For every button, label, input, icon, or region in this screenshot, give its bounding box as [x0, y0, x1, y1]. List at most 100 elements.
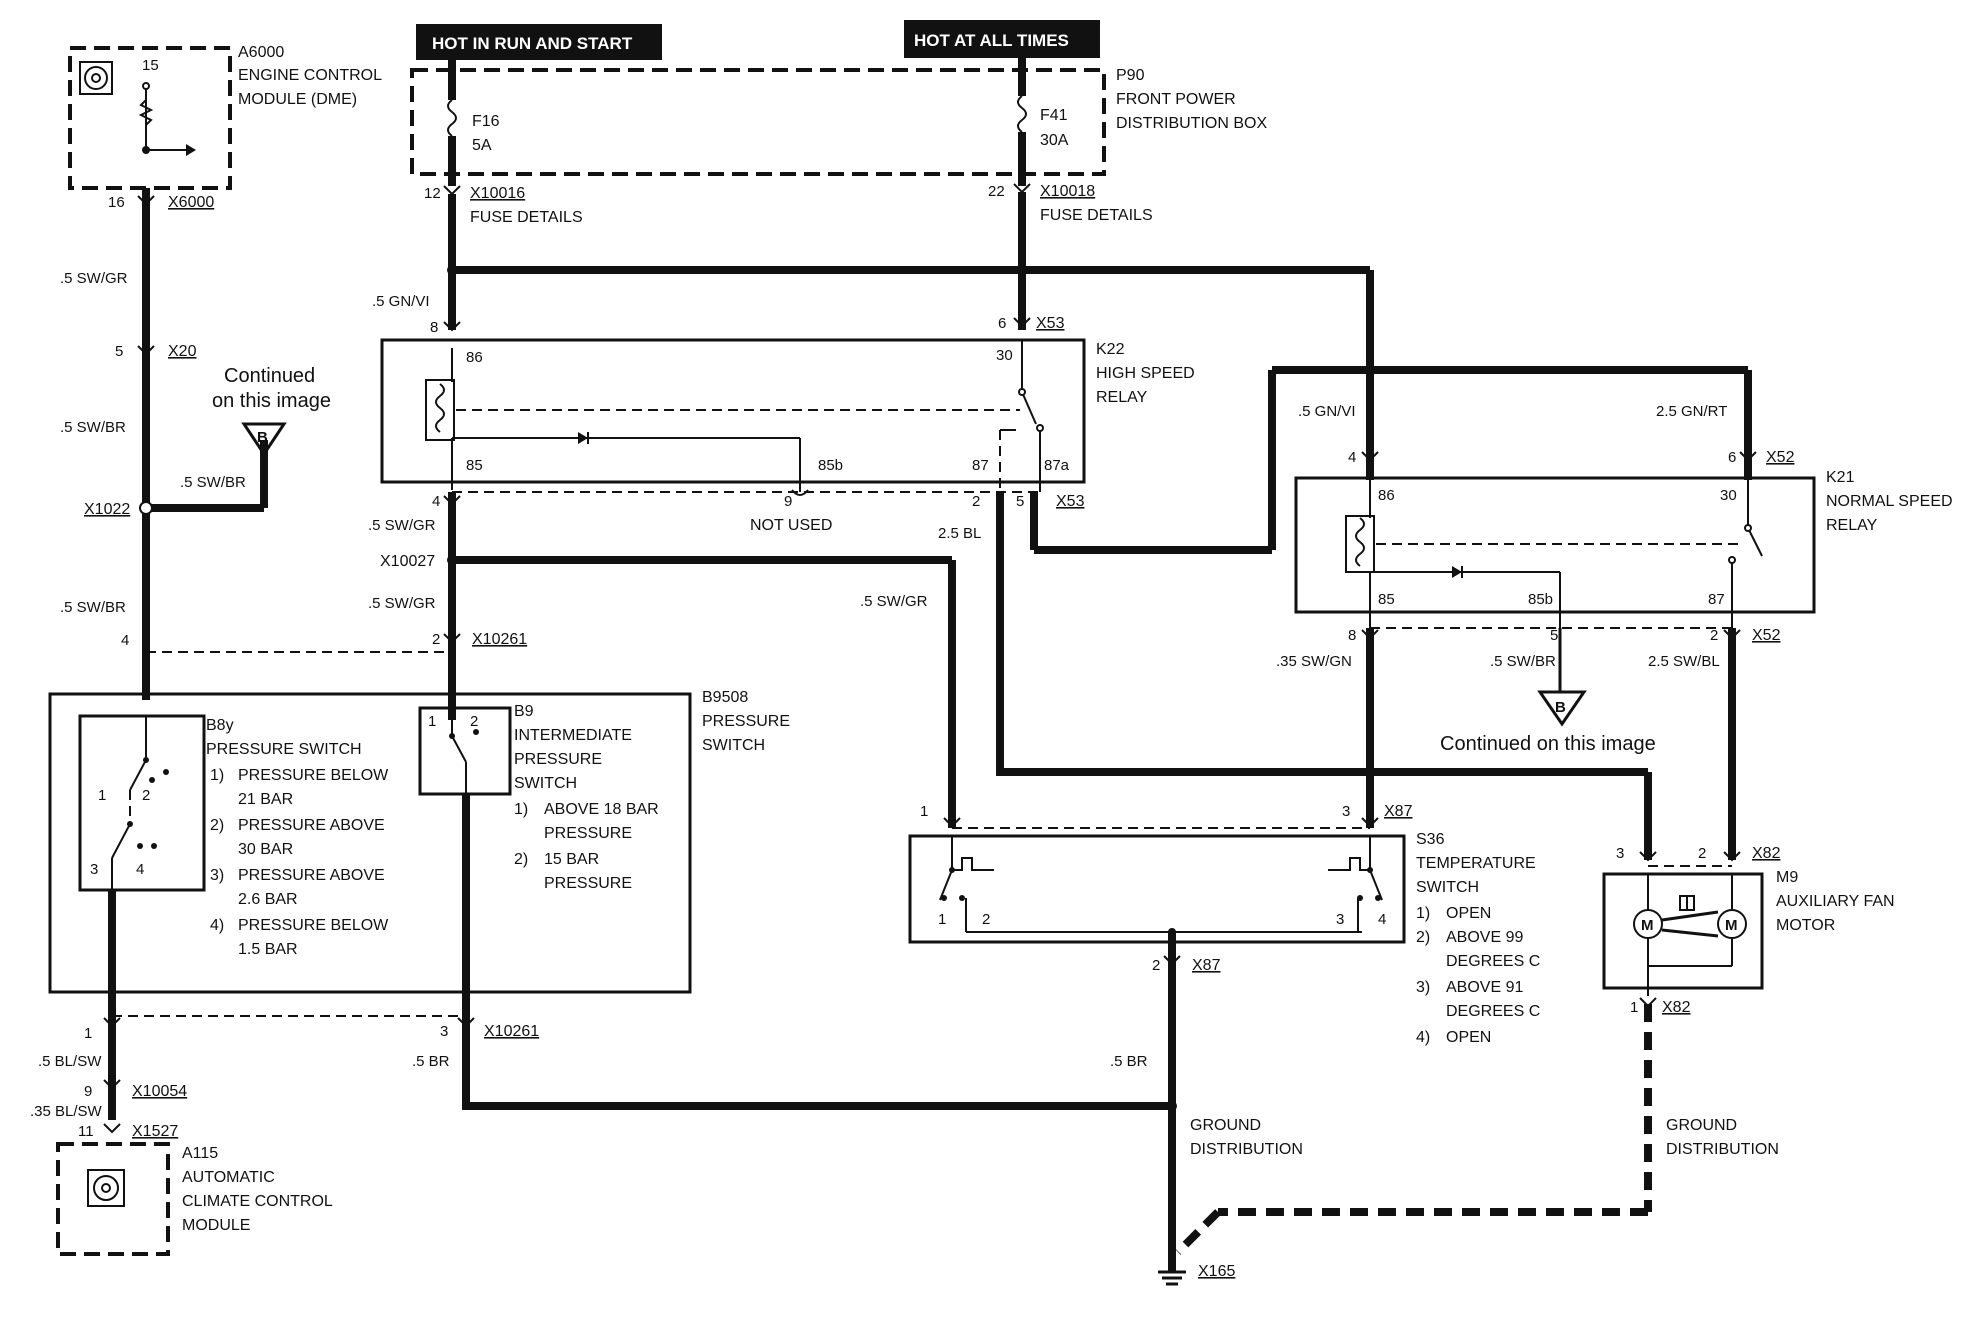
svg-text:2: 2	[1710, 627, 1718, 644]
m9-id: M9	[1776, 869, 1798, 886]
k22-switch-contact	[1021, 391, 1037, 425]
k22-id: K22	[1096, 341, 1125, 358]
svg-text:85b: 85b	[1528, 591, 1553, 608]
svg-text:21 BAR: 21 BAR	[238, 791, 293, 808]
svg-text:4: 4	[121, 632, 129, 649]
s36-id: S36	[1416, 831, 1445, 848]
svg-text:3): 3)	[210, 867, 224, 884]
s36-thermal-right-icon	[1328, 857, 1370, 871]
b9-contact	[451, 735, 467, 763]
svg-text:.5 GN/VI: .5 GN/VI	[1298, 403, 1356, 420]
x20-label: X20	[168, 343, 197, 360]
svg-text:1.5 BAR: 1.5 BAR	[238, 941, 298, 958]
x87-label-bottom: X87	[1192, 957, 1221, 974]
svg-text:87a: 87a	[1044, 457, 1070, 474]
svg-text:PRESSURE: PRESSURE	[514, 751, 602, 768]
x10016-label: X10016	[470, 185, 525, 202]
svg-text:AUXILIARY FAN: AUXILIARY FAN	[1776, 893, 1895, 910]
m9-motor-box	[1602, 872, 1764, 990]
svg-text:8: 8	[430, 319, 438, 336]
svg-text:2: 2	[432, 631, 440, 648]
svg-text:30: 30	[996, 347, 1013, 364]
k22-coil-icon	[425, 379, 455, 441]
k21-diode-icon	[1452, 566, 1462, 578]
svg-text:1): 1)	[514, 801, 528, 818]
x52-label-bottom: X52	[1752, 627, 1781, 644]
svg-text:87: 87	[1708, 591, 1725, 608]
k21-relay-box	[1294, 476, 1816, 614]
x10261-label-top: X10261	[472, 631, 527, 648]
ecm-line2: MODULE (DME)	[238, 91, 357, 108]
svg-text:85b: 85b	[818, 457, 843, 474]
a115-module	[56, 1142, 170, 1256]
svg-text:5: 5	[1016, 493, 1024, 510]
svg-text:PRESSURE BELOW: PRESSURE BELOW	[238, 917, 389, 934]
x53-label-top: X53	[1036, 315, 1065, 332]
x87-label-top: X87	[1384, 803, 1413, 820]
svg-text:.5 SW/GR: .5 SW/GR	[860, 593, 928, 610]
ground-x165-icon	[1158, 1270, 1186, 1286]
svg-text:2.5 GN/RT: 2.5 GN/RT	[1656, 403, 1727, 420]
svg-text:1: 1	[920, 803, 928, 820]
svg-text:1: 1	[84, 1025, 92, 1042]
x82-label-bottom: X82	[1662, 999, 1691, 1016]
svg-text:2: 2	[982, 911, 990, 928]
svg-text:6: 6	[1728, 449, 1736, 466]
svg-text:3): 3)	[1416, 979, 1430, 996]
svg-text:4): 4)	[1416, 1029, 1430, 1046]
svg-text:.5 GN/VI: .5 GN/VI	[372, 293, 430, 310]
svg-text:2.6 BAR: 2.6 BAR	[238, 891, 298, 908]
b9508-id: B9508	[702, 689, 748, 706]
s36-thermal-left-icon	[952, 857, 994, 871]
ground-label-right-1: GROUND	[1666, 1117, 1737, 1134]
svg-text:SWITCH: SWITCH	[702, 737, 765, 754]
svg-text:2): 2)	[1416, 929, 1430, 946]
x82-label-top: X82	[1752, 845, 1781, 862]
svg-text:22: 22	[988, 183, 1005, 200]
svg-text:.5 SW/BR: .5 SW/BR	[1490, 653, 1556, 670]
ground-label-left-2: DISTRIBUTION	[1190, 1141, 1303, 1158]
svg-text:.35 BL/SW: .35 BL/SW	[30, 1103, 103, 1120]
svg-text:1): 1)	[1416, 905, 1430, 922]
svg-text:2: 2	[1152, 957, 1160, 974]
ecm-icon	[79, 61, 113, 95]
svg-text:9: 9	[84, 1083, 92, 1100]
k21-coil-icon	[1345, 515, 1375, 573]
continued-label-right: Continued on this image	[1440, 733, 1656, 755]
svg-text:2: 2	[470, 713, 478, 730]
svg-text:11: 11	[78, 1123, 94, 1140]
svg-text:HOT IN RUN AND START: HOT IN RUN AND START	[432, 34, 633, 53]
svg-text:F41: F41	[1040, 107, 1068, 124]
not-used-label: NOT USED	[750, 517, 832, 534]
svg-text:.5 SW/GR: .5 SW/GR	[60, 270, 128, 287]
a115-id: A115	[182, 1145, 218, 1162]
svg-text:9: 9	[784, 493, 792, 510]
svg-text:86: 86	[466, 349, 483, 366]
svg-text:3: 3	[1336, 911, 1344, 928]
x1022-label: X1022	[84, 501, 130, 518]
svg-text:RELAY: RELAY	[1096, 389, 1148, 406]
b8y-switch-box	[78, 714, 206, 892]
svg-text:PRESSURE ABOVE: PRESSURE ABOVE	[238, 817, 385, 834]
x1527-label: X1527	[132, 1123, 178, 1140]
offpage-b-marker-right: B	[1537, 690, 1587, 727]
svg-text:15: 15	[142, 57, 159, 74]
svg-text:B: B	[257, 429, 268, 446]
svg-text:3: 3	[1616, 845, 1624, 862]
svg-text:3: 3	[440, 1023, 448, 1040]
svg-text:OPEN: OPEN	[1446, 905, 1491, 922]
svg-text:MODULE: MODULE	[182, 1217, 250, 1234]
svg-text:HIGH SPEED: HIGH SPEED	[1096, 365, 1195, 382]
svg-text:ABOVE 91: ABOVE 91	[1446, 979, 1523, 996]
svg-text:6: 6	[998, 315, 1006, 332]
fuse-box-id: P90	[1116, 67, 1145, 84]
svg-text:3: 3	[90, 861, 98, 878]
svg-text:30 BAR: 30 BAR	[238, 841, 293, 858]
svg-text:PRESSURE: PRESSURE	[544, 875, 632, 892]
svg-text:3: 3	[1342, 803, 1350, 820]
offpage-b-marker-left: B	[241, 422, 287, 457]
svg-text:PRESSURE: PRESSURE	[544, 825, 632, 842]
svg-text:4: 4	[1348, 449, 1356, 466]
x10018-label: X10018	[1040, 183, 1095, 200]
svg-text:DEGREES C: DEGREES C	[1446, 1003, 1540, 1020]
